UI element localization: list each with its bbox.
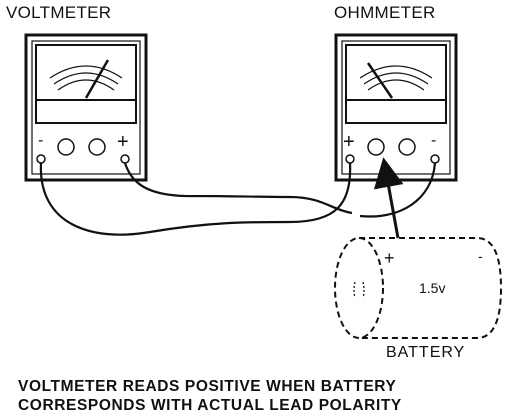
battery-terminal-nub [353,281,365,299]
ohmmeter-scale [359,65,433,91]
ohmmeter-needle [366,62,394,99]
ohmmeter-knob-left[interactable] [367,138,385,156]
voltmeter: - + [24,33,148,182]
caption-line-2: CORRESPONDS WITH ACTUAL LEAD POLARITY [18,397,402,414]
battery-body [359,237,503,339]
battery-negative-sign: - [478,248,483,264]
voltmeter-knob-left[interactable] [57,138,75,156]
ohmmeter-knob-right[interactable] [398,138,416,156]
battery-polarity-arrow [373,157,404,239]
ohmmeter-negative-sign: - [431,132,436,149]
voltmeter-case-inner [31,40,141,175]
voltmeter-knob-right[interactable] [88,138,106,156]
voltmeter-scale [49,65,123,91]
battery-voltage-label: 1.5v [419,280,446,296]
voltmeter-label: VOLTMETER [6,3,112,22]
voltmeter-positive-sign: + [117,131,129,153]
voltmeter-needle [84,59,110,99]
ohmmeter-positive-sign: + [343,131,355,153]
voltmeter-negative-sign: - [38,132,43,149]
caption-line-1: VOLTMETER READS POSITIVE WHEN BATTERY [18,378,397,395]
battery [334,237,503,339]
battery-positive-end [334,237,384,339]
ohmmeter-dial-window [345,44,447,124]
ohmmeter: + - [334,33,458,182]
lead-voltmeter-negative-to-ohmmeter-positive [39,162,352,236]
voltmeter-dial-window [35,44,137,124]
battery-label: BATTERY [386,344,466,361]
figure-caption: VOLTMETER READS POSITIVE WHEN BATTERY CO… [18,377,498,415]
ohmmeter-label: OHMMETER [334,3,436,22]
lead-voltmeter-positive-segment [123,162,353,215]
battery-positive-sign: + [384,248,395,268]
lead-ohmmeter-negative [359,162,437,218]
ohmmeter-negative-terminal[interactable] [430,154,440,164]
voltmeter-negative-terminal[interactable] [36,154,46,164]
voltmeter-positive-terminal[interactable] [120,154,130,164]
ohmmeter-positive-terminal[interactable] [345,154,355,164]
